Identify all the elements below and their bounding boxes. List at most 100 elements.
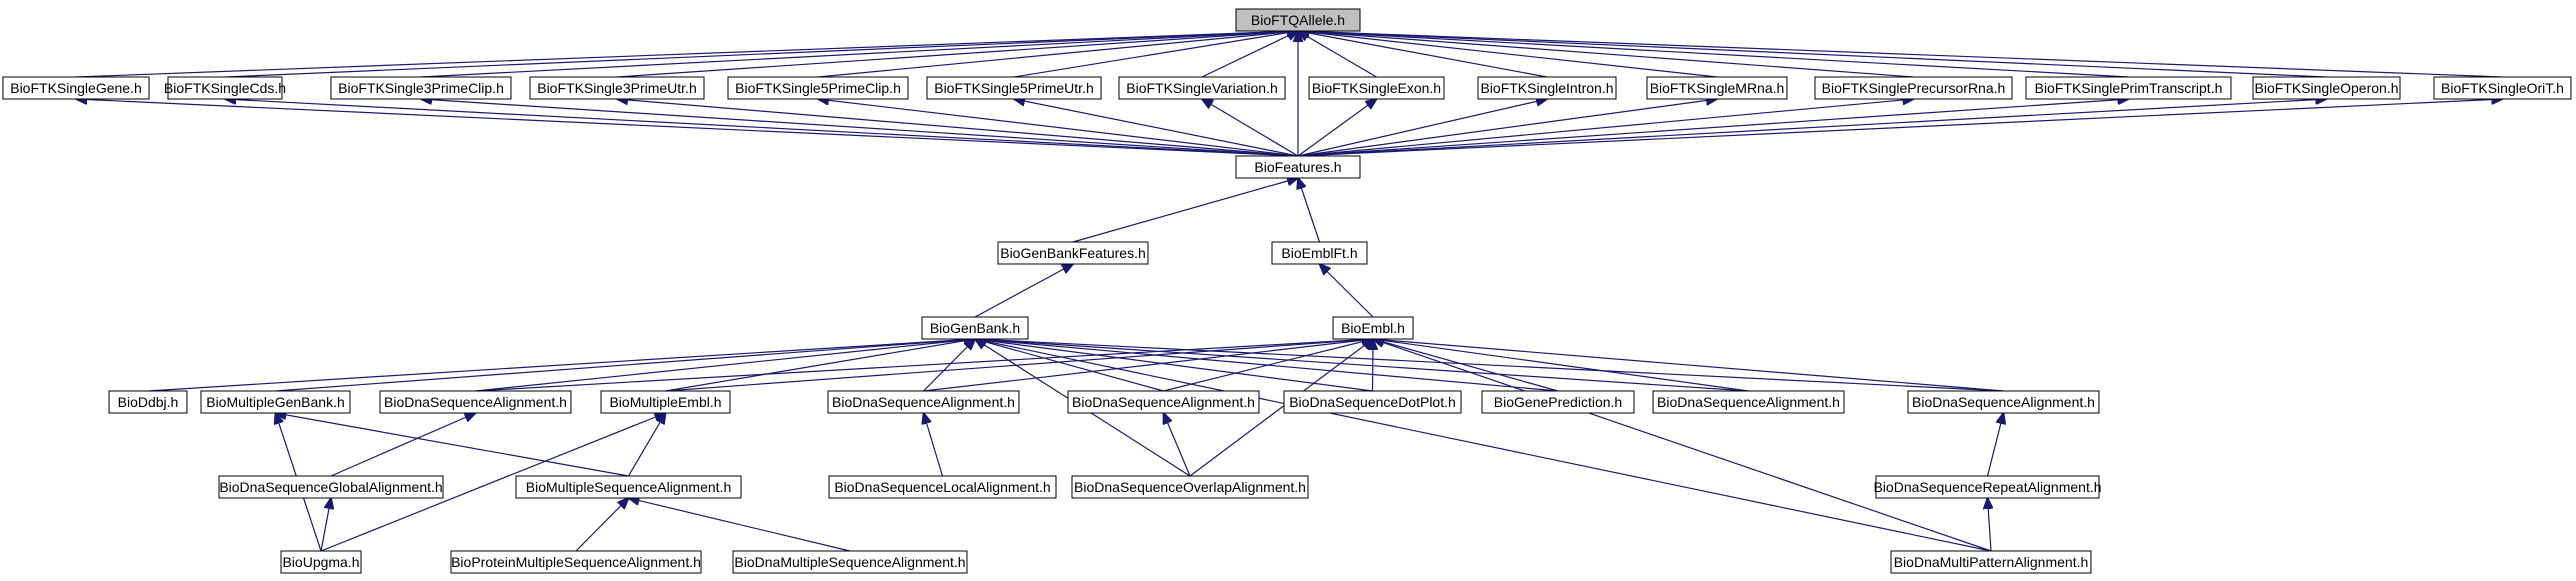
node-box — [379, 390, 572, 414]
node-multipattern[interactable]: BioDnaMultiPatternAlignment.h — [1890, 550, 2092, 574]
node-box — [108, 390, 188, 414]
node-dsa2[interactable]: BioDnaSequenceAlignment.h — [827, 390, 1020, 414]
node-emblft[interactable]: BioEmblFt.h — [1271, 241, 1368, 265]
edge-features-to-ftkoperon — [1297, 99, 2327, 157]
edge-overlap-to-dsa3 — [1164, 413, 1191, 477]
node-label: BioGenePrediction.h — [1494, 394, 1622, 410]
node-ftk5utr[interactable]: BioFTKSingle5PrimeUtr.h — [926, 76, 1102, 100]
node-overlap[interactable]: BioDnaSequenceOverlapAlignment.h — [1071, 475, 1309, 499]
node-box — [1332, 316, 1414, 340]
node-box — [1271, 241, 1368, 265]
node-label: BioFTKSingleMRna.h — [1650, 80, 1785, 96]
node-box — [218, 475, 444, 499]
node-box — [926, 76, 1102, 100]
node-features[interactable]: BioFeatures.h — [1235, 155, 1361, 179]
node-repeat[interactable]: BioDnaSequenceRepeatAlignment.h — [1873, 475, 2102, 499]
node-box — [727, 76, 909, 100]
node-box — [515, 475, 742, 499]
node-ftkorit[interactable]: BioFTKSingleOriT.h — [2433, 76, 2572, 100]
edge-dotplot-to-embl — [1373, 339, 1374, 392]
edge-features-to-ftk5clip — [818, 99, 1299, 157]
node-label: BioMultipleGenBank.h — [206, 394, 345, 410]
node-dsa4[interactable]: BioDnaSequenceAlignment.h — [1652, 390, 1845, 414]
node-ftkprec[interactable]: BioFTKSinglePrecursorRna.h — [1814, 76, 2013, 100]
edge-features-to-ftkintron — [1297, 99, 1547, 157]
edge-embl-to-emblft — [1320, 264, 1374, 318]
node-genepred[interactable]: BioGenePrediction.h — [1481, 390, 1635, 414]
node-box — [2025, 76, 2232, 100]
node-ftkintron[interactable]: BioFTKSingleIntron.h — [1477, 76, 1617, 100]
node-box — [828, 475, 1057, 499]
edge-multiembl-to-genbank — [665, 339, 976, 392]
node-box — [1875, 475, 2100, 499]
node-dsa1[interactable]: BioDnaSequenceAlignment.h — [379, 390, 572, 414]
node-ftk5clip[interactable]: BioFTKSingle5PrimeClip.h — [727, 76, 909, 100]
node-dotplot[interactable]: BioDnaSequenceDotPlot.h — [1283, 390, 1462, 414]
edge-dnamsa-to-msa — [629, 498, 851, 552]
node-label: BioDnaSequenceGlobalAlignment.h — [219, 479, 442, 495]
node-label: BioEmbl.h — [1341, 320, 1405, 336]
node-ftkoperon[interactable]: BioFTKSingleOperon.h — [2252, 76, 2401, 100]
edge-dsa2-to-embl — [923, 339, 1374, 392]
node-label: BioDnaMultipleSequenceAlignment.h — [734, 554, 965, 570]
node-label: BioFTKSingle5PrimeUtr.h — [934, 80, 1094, 96]
edge-dsa1-to-genbank — [475, 339, 976, 392]
node-local[interactable]: BioDnaSequenceLocalAlignment.h — [828, 475, 1057, 499]
node-box — [1235, 8, 1361, 32]
node-box — [2433, 76, 2572, 100]
edge-ftkcds-to-root — [224, 31, 1298, 78]
node-upgma[interactable]: BioUpgma.h — [280, 550, 362, 574]
edge-upgma-to-global — [320, 498, 331, 552]
node-label: BioDnaSequenceRepeatAlignment.h — [1873, 479, 2101, 495]
node-label: BioFTKSingleOriT.h — [2441, 80, 2564, 96]
node-dsa5[interactable]: BioDnaSequenceAlignment.h — [1907, 390, 2100, 414]
node-global[interactable]: BioDnaSequenceGlobalAlignment.h — [218, 475, 444, 499]
node-dsa3[interactable]: BioDnaSequenceAlignment.h — [1067, 390, 1260, 414]
node-box — [732, 550, 968, 574]
node-ftkgene[interactable]: BioFTKSingleGene.h — [2, 76, 150, 100]
edge-multipattern-to-genbank — [975, 339, 1992, 552]
node-ftkmrna[interactable]: BioFTKSingleMRna.h — [1646, 76, 1788, 100]
edge-multiembl-to-embl — [665, 339, 1374, 392]
node-label: BioEmblFt.h — [1281, 245, 1357, 261]
node-label: BioFTKSingle3PrimeUtr.h — [537, 80, 697, 96]
edge-ftkprec-to-root — [1298, 31, 1914, 78]
edge-ftk5clip-to-root — [817, 31, 1298, 78]
node-label: BioFTKSingleCds.h — [164, 80, 286, 96]
node-label: BioFTKSingleIntron.h — [1480, 80, 1613, 96]
node-label: BioProteinMultipleSequenceAlignment.h — [451, 554, 701, 570]
node-embl[interactable]: BioEmbl.h — [1332, 316, 1414, 340]
node-multiembl[interactable]: BioMultipleEmbl.h — [600, 390, 731, 414]
node-ddbj[interactable]: BioDdbj.h — [108, 390, 188, 414]
node-msa[interactable]: BioMultipleSequenceAlignment.h — [515, 475, 742, 499]
node-ftk3utr[interactable]: BioFTKSingle3PrimeUtr.h — [529, 76, 705, 100]
node-box — [600, 390, 731, 414]
node-box — [1814, 76, 2013, 100]
node-box — [997, 241, 1149, 265]
edge-dsa3-to-genbank — [975, 339, 1164, 392]
node-ftkcds[interactable]: BioFTKSingleCds.h — [164, 76, 286, 100]
node-box — [450, 550, 702, 574]
node-genbank[interactable]: BioGenBank.h — [921, 316, 1029, 340]
node-ftkvar[interactable]: BioFTKSingleVariation.h — [1118, 76, 1286, 100]
node-ftkprim[interactable]: BioFTKSinglePrimTranscript.h — [2025, 76, 2232, 100]
edge-features-to-ftkprec — [1297, 99, 1914, 157]
node-label: BioUpgma.h — [282, 554, 359, 570]
edge-dsa2-to-genbank — [923, 339, 976, 392]
node-multigb[interactable]: BioMultipleGenBank.h — [200, 390, 351, 414]
node-ftk3clip[interactable]: BioFTKSingle3PrimeClip.h — [330, 76, 512, 100]
node-label: BioDnaSequenceAlignment.h — [1912, 394, 2095, 410]
node-label: BioFTKSingleOperon.h — [2255, 80, 2399, 96]
node-protmsa[interactable]: BioProteinMultipleSequenceAlignment.h — [450, 550, 702, 574]
edge-ftkoperon-to-root — [1298, 31, 2327, 78]
node-gbfeat[interactable]: BioGenBankFeatures.h — [997, 241, 1149, 265]
node-box — [1071, 475, 1309, 499]
node-root[interactable]: BioFTQAllele.h — [1235, 8, 1361, 32]
node-dnamsa[interactable]: BioDnaMultipleSequenceAlignment.h — [732, 550, 968, 574]
node-ftkexon[interactable]: BioFTKSingleExon.h — [1308, 76, 1445, 100]
edge-local-to-dsa2 — [924, 413, 944, 477]
node-box — [1481, 390, 1635, 414]
node-box — [1646, 76, 1788, 100]
